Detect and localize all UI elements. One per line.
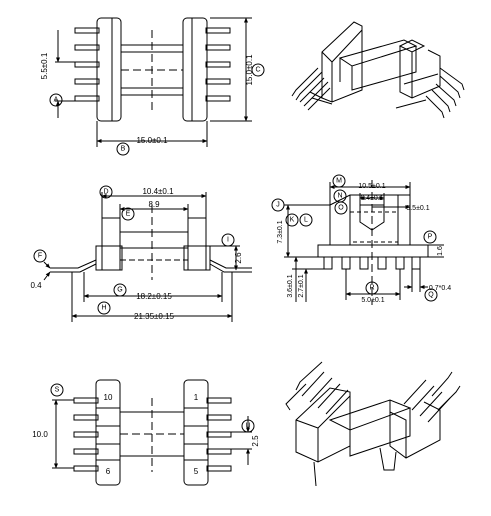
callout-j: J	[276, 202, 280, 209]
callout-n: N	[337, 193, 342, 200]
callout-m: M	[336, 178, 342, 185]
callout-b: B	[121, 146, 126, 153]
bottom-view	[50, 379, 255, 486]
callout-a: A	[54, 97, 59, 104]
callout-u: U	[245, 423, 250, 430]
dim-pitch-bottom: 2.5	[251, 435, 260, 447]
callout-r: R	[369, 285, 374, 292]
callout-d: D	[103, 189, 108, 196]
labels: 15.0±0.1 15.0±0.1 5.5±0.1 A B C 10.4±0.1…	[30, 52, 451, 476]
bottom-view-pins	[73, 397, 232, 472]
pin-label-10: 10	[104, 393, 113, 402]
dim-winding: 8.9	[148, 200, 160, 209]
callout-c: C	[255, 67, 260, 74]
top-view-left-flange	[96, 17, 122, 122]
pin-label-6: 6	[106, 467, 111, 476]
dim-pitch: 5.5±0.1	[40, 52, 49, 79]
dim-left: 10.0	[32, 430, 48, 439]
callout-f: F	[38, 253, 42, 260]
iso-view-top	[291, 21, 465, 119]
callout-e: E	[126, 211, 131, 218]
dim-overall: 21.35±0.15	[134, 312, 175, 321]
dim-pin: 0.7*0.4	[429, 285, 451, 292]
top-view	[49, 17, 265, 156]
callout-g: G	[117, 287, 122, 294]
pin-label-5: 5	[194, 467, 199, 476]
callout-i: I	[227, 237, 229, 244]
dim-top: 10.5±0.1	[358, 183, 385, 190]
side-view	[33, 185, 252, 322]
dim-pin-row2: 2.7±0.1	[298, 274, 305, 297]
dim-small: 1.6	[437, 246, 444, 256]
end-view	[271, 174, 444, 305]
callout-p: P	[428, 234, 433, 241]
dim-height: 7.3±0.1	[277, 220, 284, 243]
pin-label-1: 1	[194, 393, 199, 402]
top-view-pins	[74, 27, 231, 102]
dim-width: 15.0±0.1	[136, 136, 168, 145]
callout-q: Q	[428, 292, 434, 299]
callout-l: L	[304, 217, 308, 224]
dim-pin-thickness: 0.4	[30, 281, 42, 290]
iso-view-bottom	[285, 361, 461, 487]
dim-slot: 6.4±0.1	[360, 195, 383, 202]
dim-flange: 10.4±0.1	[142, 187, 174, 196]
callout-h: H	[101, 305, 106, 312]
dim-bottom: 5.0±0.1	[361, 297, 384, 304]
dim-pin-row1: 3.6±0.1	[287, 274, 294, 297]
dim-pin-pitch: 18.2±0.15	[136, 292, 172, 301]
dim-side: 5.5±0.1	[406, 205, 429, 212]
top-view-right-flange	[182, 17, 208, 122]
dim-height: 15.0±0.1	[245, 54, 254, 86]
callout-s: S	[55, 387, 60, 394]
dim-pin-height: 2.6	[234, 252, 243, 264]
callout-o: O	[338, 205, 344, 212]
callout-k: K	[290, 217, 295, 224]
